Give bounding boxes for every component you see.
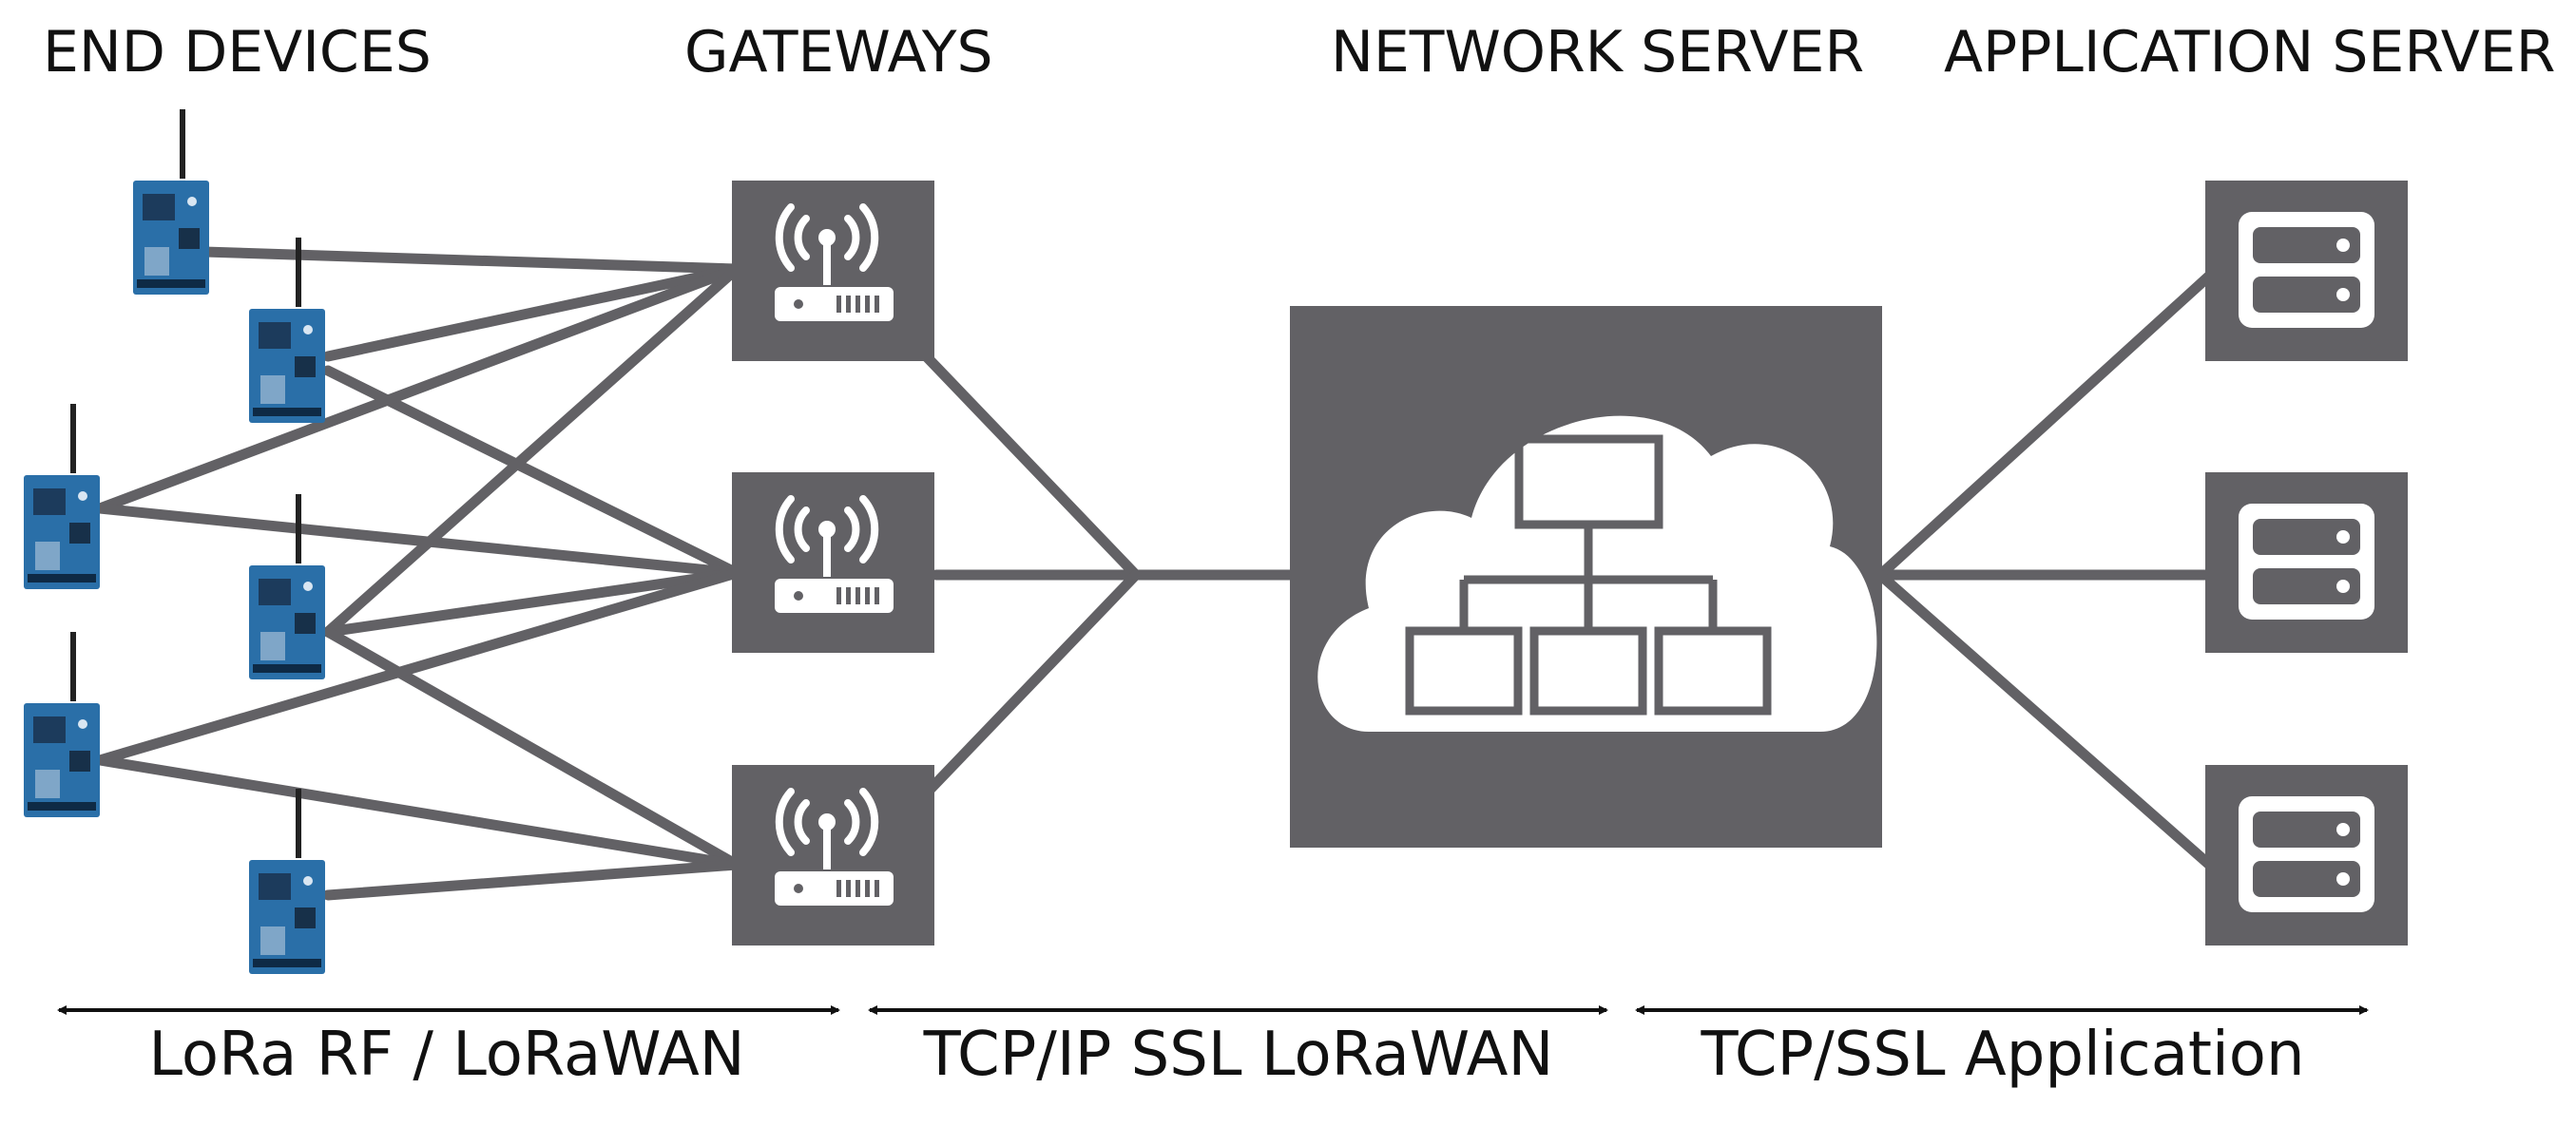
link-d6-g3	[322, 859, 742, 901]
gateways	[732, 181, 934, 946]
gateways-heading: GATEWAYS	[684, 19, 993, 86]
gateway-box	[732, 181, 934, 361]
link-g1-hub	[907, 336, 1142, 581]
tcpip-protocol-label: TCP/IP SSL LoRaWAN	[923, 1020, 1554, 1090]
tcpssl-protocol-label: TCP/SSL Application	[1701, 1020, 2305, 1090]
link-d4-g1	[322, 263, 742, 638]
server-rack-icon	[2239, 504, 2374, 620]
gateway-box	[732, 472, 934, 653]
application-server-3	[2205, 765, 2408, 946]
server-rack-icon	[2239, 212, 2374, 328]
end-device-4	[249, 494, 325, 679]
application-server-1	[2205, 181, 2408, 361]
lora-protocol-label: LoRa RF / LoRaWAN	[148, 1020, 745, 1090]
application-servers	[2205, 181, 2408, 946]
end-devices-heading: END DEVICES	[43, 19, 432, 86]
gateway-box	[732, 765, 934, 946]
link-g3-hub	[907, 569, 1142, 813]
link-ns-a1	[1874, 265, 2220, 581]
link-d1-g1	[199, 246, 742, 275]
gateway-1	[732, 181, 934, 361]
link-d2-g1	[322, 263, 742, 362]
end-device-6	[249, 789, 325, 974]
end-device-3	[24, 404, 100, 589]
router-base	[775, 287, 894, 321]
link-d4-g2	[322, 567, 742, 638]
link-d5-g3	[94, 755, 742, 870]
end-devices	[24, 109, 325, 974]
application-server-heading: APPLICATION SERVER	[1944, 19, 2556, 86]
connection-lines	[94, 246, 2220, 901]
network-server-heading: NETWORK SERVER	[1331, 19, 1865, 86]
end-device-2	[249, 238, 325, 423]
wireless-gateway-icon	[775, 495, 879, 564]
link-d5-g2	[94, 567, 742, 766]
gateway-2	[732, 472, 934, 653]
application-server-2	[2205, 472, 2408, 653]
network-server	[1290, 306, 1882, 848]
router-base	[775, 579, 894, 613]
wireless-gateway-icon	[775, 788, 879, 856]
gateway-3	[732, 765, 934, 946]
end-device-5	[24, 632, 100, 817]
link-d3-g2	[94, 503, 742, 579]
server-rack-icon	[2239, 796, 2374, 912]
cloud-network-icon	[1317, 415, 1877, 732]
link-d2-g2	[322, 365, 742, 579]
link-d3-g1	[94, 263, 742, 514]
link-ns-a3	[1874, 569, 2220, 875]
wireless-gateway-icon	[775, 203, 879, 272]
end-device-1	[133, 109, 209, 295]
router-base	[775, 871, 894, 906]
